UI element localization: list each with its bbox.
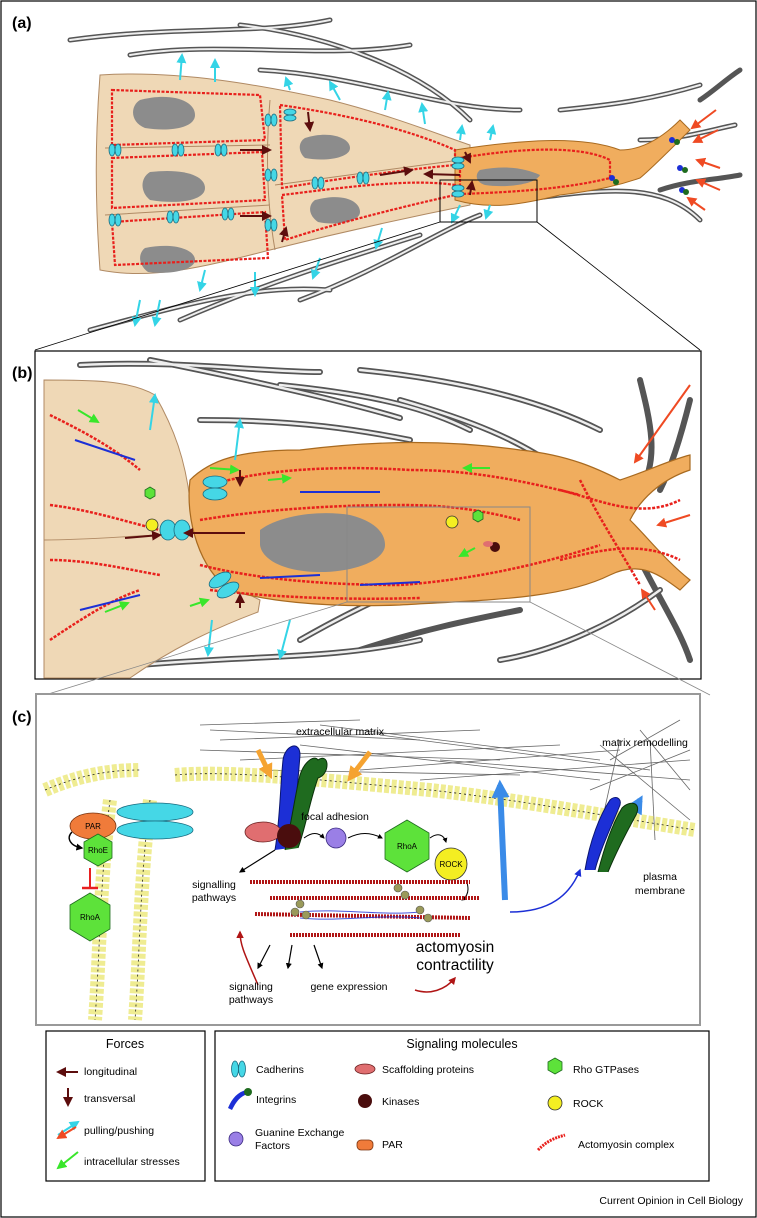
longitudinal-arrows-b xyxy=(124,470,245,608)
legend-cadherins: Cadherins xyxy=(256,1064,304,1076)
follower-cells-a xyxy=(95,73,471,275)
legend-actomyosin: Actomyosin complex xyxy=(578,1139,675,1151)
legend-intracellular: intracellular stresses xyxy=(84,1156,180,1168)
panel-b-label: (b) xyxy=(12,365,32,382)
signalling-1-line1: signalling xyxy=(192,879,236,891)
longitudinal-arrows-a xyxy=(240,111,476,243)
plasma-membrane-line1: plasma xyxy=(643,871,677,883)
integrins-a xyxy=(609,137,689,195)
rhoe-c xyxy=(83,833,113,867)
legend-gef-line1: Guanine Exchange xyxy=(255,1127,344,1139)
signal-arrows-c xyxy=(238,849,324,970)
legend-forces-title: Forces xyxy=(106,1037,144,1051)
legend-signaling: Signaling molecules Cadherins Integrins … xyxy=(214,1030,710,1182)
matrix-remodelling-label: matrix remodelling xyxy=(602,737,688,749)
legend-kinases: Kinases xyxy=(382,1096,419,1108)
panel-c: (c) PAR RhoE Rh xyxy=(12,693,701,1026)
legend-signaling-frame xyxy=(214,1030,710,1182)
gene-expression-label: gene expression xyxy=(310,981,387,993)
panel-a: (a) xyxy=(12,15,743,351)
rhoa-left-c-label: RhoA xyxy=(80,913,101,922)
rock-c-label: ROCK xyxy=(439,860,463,869)
rhoe-c-label: RhoE xyxy=(88,846,108,855)
panel-b: (b) xyxy=(12,350,711,696)
pull-push-arrows-a xyxy=(131,53,497,327)
zoom-box-a xyxy=(439,179,538,223)
signalling-2-line2: pathways xyxy=(229,994,273,1006)
cadherin-c xyxy=(116,802,194,840)
nucleus-b xyxy=(260,513,385,572)
plasma-membrane-line2: membrane xyxy=(635,885,685,897)
pull-arrows-front-b xyxy=(633,384,691,611)
focal-adhesion-label: focal adhesion xyxy=(301,811,369,823)
actomyosin-label-line1: actomyosin xyxy=(416,939,494,956)
myosin-b xyxy=(74,439,421,611)
integrin-c-right xyxy=(584,797,638,873)
signalling-2-line1: signalling xyxy=(229,981,273,993)
gef-c xyxy=(325,827,347,849)
cadherins-b xyxy=(159,475,240,599)
legend-forces: Forces longitudinal transversal pulling/… xyxy=(45,1030,206,1182)
cadherins-a xyxy=(108,108,465,232)
panel-c-label: (c) xyxy=(12,709,32,726)
ecm-lines-c xyxy=(199,719,691,841)
rhoa-c xyxy=(384,819,430,873)
legend-integrins: Integrins xyxy=(256,1094,296,1106)
legend-signaling-title: Signaling molecules xyxy=(406,1037,517,1051)
par-c-label: PAR xyxy=(85,822,101,831)
kinase-c xyxy=(277,824,301,848)
legend-longitudinal: longitudinal xyxy=(84,1066,137,1078)
nuclei-a xyxy=(133,96,540,273)
orange-force-arrows-c xyxy=(255,748,372,782)
actomyosin-c xyxy=(250,880,480,937)
legend-pulling-pushing: pulling/pushing xyxy=(84,1125,154,1137)
ecm-label-c: extracellular matrix xyxy=(296,726,385,738)
intracellular-arrows-b xyxy=(77,409,490,613)
legend-scaffolding: Scaffolding proteins xyxy=(382,1064,474,1076)
rhoa-left-c xyxy=(69,892,111,942)
legend-par: PAR xyxy=(382,1139,403,1151)
actomyosin-label-line2: contractility xyxy=(416,957,494,974)
legend-rho-gtpases: Rho GTPases xyxy=(573,1064,639,1076)
pull-arrows-front-a xyxy=(686,109,721,211)
panel-a-label: (a) xyxy=(12,15,32,32)
zoom-box-b xyxy=(346,506,531,603)
footer-journal: Current Opinion in Cell Biology xyxy=(599,1195,743,1207)
signalling-1-line2: pathways xyxy=(192,892,236,904)
rhoa-c-label: RhoA xyxy=(397,842,418,851)
myosin-heads-c xyxy=(290,883,433,923)
legend-gef-line2: Factors xyxy=(255,1140,290,1152)
scaffold-c xyxy=(244,821,282,843)
myosin-c xyxy=(299,910,421,920)
legend-transversal: transversal xyxy=(84,1093,135,1105)
legend-rock: ROCK xyxy=(573,1098,603,1110)
pull-push-arrows-b xyxy=(148,393,291,660)
